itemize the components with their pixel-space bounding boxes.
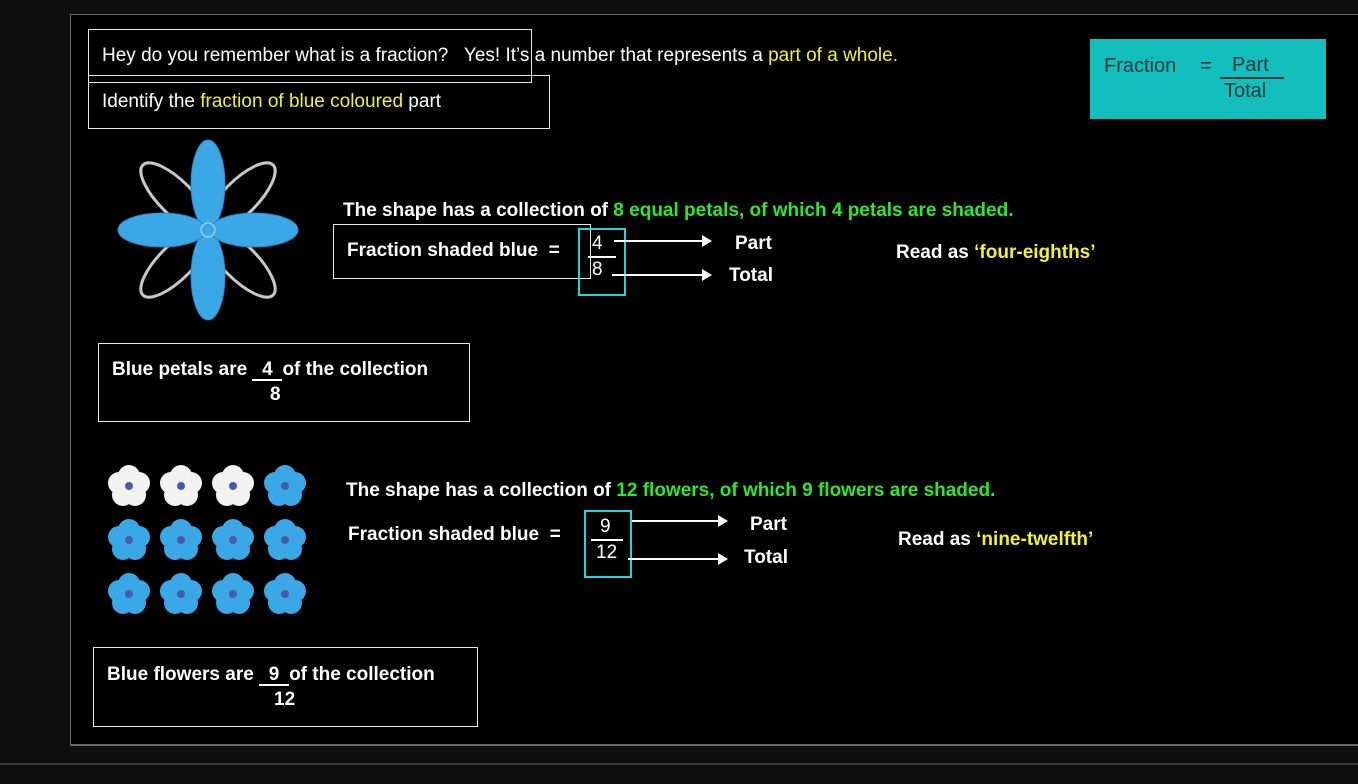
example2-total-label: Total xyxy=(744,547,788,568)
answer-text: Yes! It’s a number that represents a xyxy=(463,45,769,66)
answer-highlight: part of a whole. xyxy=(768,45,898,66)
example1-part-label: Part xyxy=(735,233,772,254)
slide-canvas xyxy=(70,14,1358,746)
formula-numerator: Part xyxy=(1232,54,1269,76)
task-line: Identify the fraction of blue coloured p… xyxy=(102,91,441,113)
example1-fraction-label: Fraction shaded blue = xyxy=(347,240,560,262)
example1-fraction-box xyxy=(333,224,591,279)
example1-denominator: 8 xyxy=(592,259,603,280)
example2-summary-suffix: of the collection xyxy=(289,664,435,685)
example1-equals: = xyxy=(548,240,560,261)
task-box xyxy=(88,75,550,129)
example1-summary-numerator: 4 xyxy=(252,360,283,381)
example1-fraction-label-text: Fraction shaded blue xyxy=(347,240,539,261)
example2-denominator: 12 xyxy=(596,542,618,563)
example2-fraction-label: Fraction shaded blue = xyxy=(348,524,561,546)
example2-part-label: Part xyxy=(750,514,787,535)
divider xyxy=(0,763,1358,765)
example1-read-prefix: Read as xyxy=(896,242,975,263)
example1-total-label: Total xyxy=(729,265,773,286)
example2-fraction-bar xyxy=(591,539,623,541)
example2-summary-box xyxy=(93,647,478,727)
example1-summary-box xyxy=(98,343,470,422)
question-box xyxy=(88,29,532,83)
example1-statement-prefix: The shape has a collection of xyxy=(343,200,614,221)
example2-part-arrow xyxy=(632,515,728,527)
example1-read-highlight: ‘four-eighths’ xyxy=(974,242,1096,263)
formula-equals: = xyxy=(1200,55,1212,77)
example1-summary-suffix: of the collection xyxy=(282,359,429,380)
fraction-formula-box: Fraction = Part Total xyxy=(1090,39,1326,119)
task-prefix: Identify the xyxy=(102,91,201,112)
intro-question-line: Hey do you remember what is a fraction? … xyxy=(102,45,898,67)
example2-fraction-highlight xyxy=(584,510,632,578)
formula-bar xyxy=(1220,77,1284,79)
example2-statement-prefix: The shape has a collection of xyxy=(346,480,617,501)
example1-fraction-bar xyxy=(588,256,616,258)
petal-flower-image xyxy=(117,139,299,321)
example1-total-arrow xyxy=(612,269,712,281)
example2-summary-prefix: Blue flowers are xyxy=(107,664,260,685)
example1-summary-prefix: Blue petals are xyxy=(112,359,253,380)
example1-numerator: 4 xyxy=(592,233,603,254)
example1-statement: The shape has a collection of 8 equal pe… xyxy=(343,200,1013,222)
example2-read-as: Read as ‘nine-twelfth’ xyxy=(898,529,1093,551)
task-suffix: part xyxy=(403,91,442,112)
example2-numerator: 9 xyxy=(600,516,611,537)
example1-read-as: Read as ‘four-eighths’ xyxy=(896,242,1096,264)
example2-equals: = xyxy=(549,524,561,545)
flowers-grid-image xyxy=(108,465,306,614)
example2-summary-numerator: 9 xyxy=(259,665,290,686)
question-text: Hey do you remember what is a fraction? xyxy=(102,45,449,66)
example1-fraction-highlight xyxy=(578,228,626,296)
task-highlight: fraction of blue coloured xyxy=(200,91,404,112)
example1-summary-denominator: 8 xyxy=(270,384,281,405)
formula-denominator: Total xyxy=(1224,80,1267,102)
example2-total-arrow xyxy=(628,553,728,565)
example2-read-prefix: Read as xyxy=(898,529,977,550)
example1-part-arrow xyxy=(614,235,712,247)
example2-fraction-label-text: Fraction shaded blue xyxy=(348,524,540,545)
example1-statement-highlight: 8 equal petals, of which 4 petals are sh… xyxy=(613,200,1014,221)
example2-statement: The shape has a collection of 12 flowers… xyxy=(346,480,995,502)
formula-label: Fraction xyxy=(1104,55,1177,77)
example2-statement-highlight: 12 flowers, of which 9 flowers are shade… xyxy=(616,480,996,501)
example2-summary-denominator: 12 xyxy=(274,689,296,710)
example2-read-highlight: ‘nine-twelfth’ xyxy=(976,529,1094,550)
